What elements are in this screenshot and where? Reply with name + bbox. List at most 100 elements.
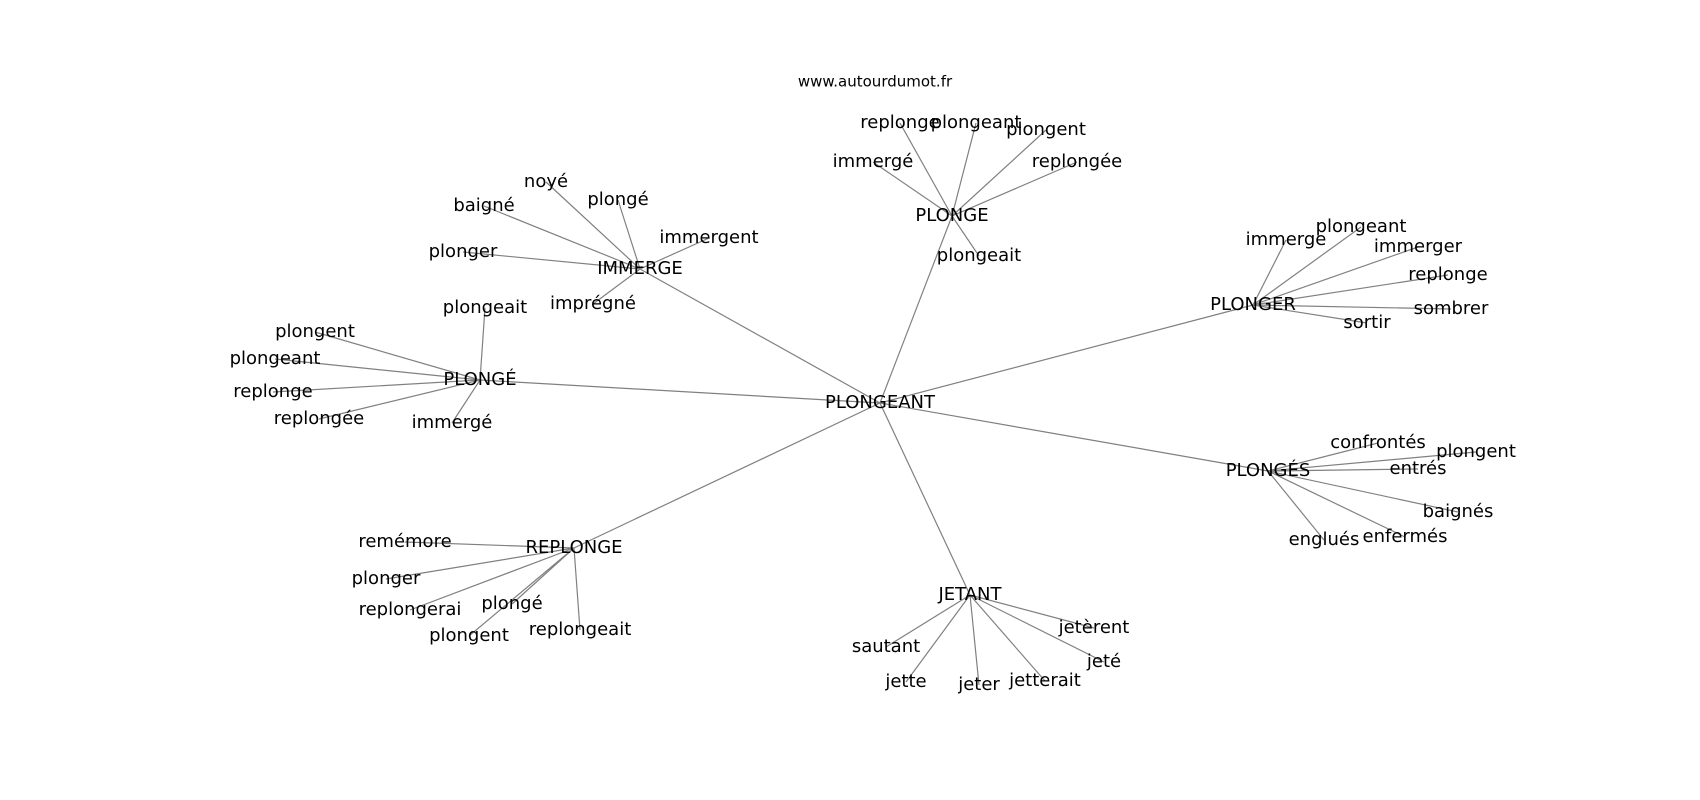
leaf-node-label: plongeant (931, 112, 1022, 133)
edge-center-to-hub (879, 304, 1254, 404)
edge-hub-to-leaf (1252, 304, 1452, 310)
hub-node-label: IMMERGE (597, 258, 683, 279)
edge-hub-to-leaf (314, 331, 481, 381)
watermark: www.autourdumot.fr (798, 73, 953, 91)
leaf-node-label: plongé (481, 593, 542, 614)
edge-hub-to-leaf (1252, 226, 1362, 306)
edge-hub-to-leaf (969, 594, 980, 686)
leaf-node-label: plongent (429, 625, 509, 646)
leaf-node-label: plongent (1436, 441, 1516, 462)
edge-hub-to-leaf (1267, 470, 1459, 513)
edge-hub-to-leaf (1267, 442, 1379, 472)
leaf-node-label: replongeait (529, 619, 632, 640)
leaf-node-label: remémore (358, 531, 451, 552)
leaf-node-label: replongée (274, 408, 365, 429)
leaf-node-label: plongeant (230, 348, 321, 369)
edge-hub-to-leaf (1267, 468, 1419, 472)
edge-hub-to-leaf (969, 594, 1105, 663)
edge-hub-to-leaf (1267, 451, 1477, 472)
leaf-node-label: enfermés (1363, 526, 1448, 547)
edge-hub-to-leaf (385, 547, 575, 580)
edge-hub-to-leaf (617, 199, 641, 270)
hub-node-label: PLONGÉS (1226, 459, 1311, 481)
leaf-node-label: baigné (453, 195, 514, 216)
edge-hub-to-leaf (592, 268, 641, 305)
edge-hub-to-leaf (905, 594, 971, 683)
hub-node-label: JETANT (937, 584, 1002, 605)
graph-labels: www.autourdumot.fr PLONGEANT PLONGE replon… (230, 73, 1516, 696)
leaf-node-label: immerger (1374, 236, 1463, 257)
edge-hub-to-leaf (969, 594, 1046, 682)
leaf-node-label: sautant (852, 636, 920, 657)
leaf-node-label: immerge (1246, 229, 1327, 250)
edge-hub-to-leaf (1252, 274, 1449, 306)
edge-hub-to-leaf (951, 122, 977, 217)
edge-hub-to-leaf (951, 161, 1078, 217)
leaf-node-label: plongeait (937, 245, 1021, 266)
edge-hub-to-leaf (1252, 246, 1419, 306)
edge-hub-to-leaf (451, 379, 481, 424)
edge-hub-to-leaf (468, 547, 575, 637)
edge-hub-to-leaf (318, 379, 481, 420)
leaf-node-label: immergé (412, 412, 493, 433)
leaf-node-label: replongerai (359, 599, 462, 620)
edge-hub-to-leaf (479, 307, 486, 381)
leaf-node-label: plonger (429, 241, 498, 262)
leaf-node-label: plongeait (443, 297, 527, 318)
edge-center-to-hub (639, 268, 881, 404)
leaf-node-label: plongent (275, 321, 355, 342)
edge-hub-to-leaf (899, 122, 953, 217)
leaf-node-label: noyé (524, 171, 568, 192)
edge-hub-to-leaf (573, 547, 581, 631)
leaf-node-label: replonge (1408, 264, 1487, 285)
hub-node-label: PLONGÉ (443, 368, 516, 390)
leaf-node-label: plongeant (1316, 216, 1407, 237)
leaf-node-label: plongé (587, 189, 648, 210)
edge-hub-to-leaf (272, 379, 481, 393)
edge-hub-to-leaf (872, 161, 953, 217)
edge-hub-to-leaf (1252, 239, 1287, 306)
edge-hub-to-leaf (969, 594, 1095, 629)
hub-node-label: PLONGER (1210, 294, 1296, 315)
edge-hub-to-leaf (951, 215, 980, 257)
hub-node-label: PLONGE (915, 205, 988, 226)
leaf-node-label: immergent (659, 227, 758, 248)
edge-hub-to-leaf (274, 358, 481, 381)
leaf-node-label: jeté (1086, 651, 1121, 672)
leaf-node-label: replonge (860, 112, 939, 133)
edge-hub-to-leaf (639, 237, 710, 270)
edge-center-to-hub (879, 215, 953, 404)
leaf-node-label: jeter (957, 674, 1000, 695)
leaf-node-label: replonge (233, 381, 312, 402)
leaf-node-label: immergé (833, 151, 914, 172)
leaf-node-label: sortir (1343, 312, 1391, 333)
edge-hub-to-leaf (1267, 470, 1325, 541)
edge-hub-to-leaf (483, 205, 641, 270)
leaf-node-label: confrontés (1330, 432, 1426, 453)
edge-hub-to-leaf (462, 251, 641, 270)
leaf-node-label: plongent (1006, 119, 1086, 140)
edge-hub-to-leaf (409, 547, 575, 611)
edge-center-to-hub (573, 402, 881, 549)
edge-hub-to-leaf (545, 181, 641, 270)
leaf-node-label: jette (884, 671, 926, 692)
leaf-node-label: replongée (1032, 151, 1123, 172)
edge-center-to-hub (879, 402, 1269, 472)
edge-hub-to-leaf (1252, 304, 1368, 324)
edge-hub-to-leaf (1267, 470, 1406, 538)
center-node-label: PLONGEANT (825, 392, 936, 413)
edge-center-to-hub (479, 379, 881, 404)
edge-hub-to-leaf (951, 129, 1047, 217)
leaf-node-label: englués (1289, 529, 1360, 550)
edge-center-to-hub (879, 402, 971, 596)
leaf-node-label: jetèrent (1058, 617, 1130, 638)
leaf-node-label: sombrer (1414, 298, 1489, 319)
leaf-node-label: baignés (1423, 501, 1494, 522)
hub-node-label: REPLONGE (525, 537, 622, 558)
edge-hub-to-leaf (404, 541, 575, 549)
graph-edges (272, 122, 1477, 686)
leaf-node-label: plonger (352, 568, 421, 589)
edge-hub-to-leaf (885, 594, 971, 648)
leaf-node-label: jetterait (1008, 670, 1081, 691)
